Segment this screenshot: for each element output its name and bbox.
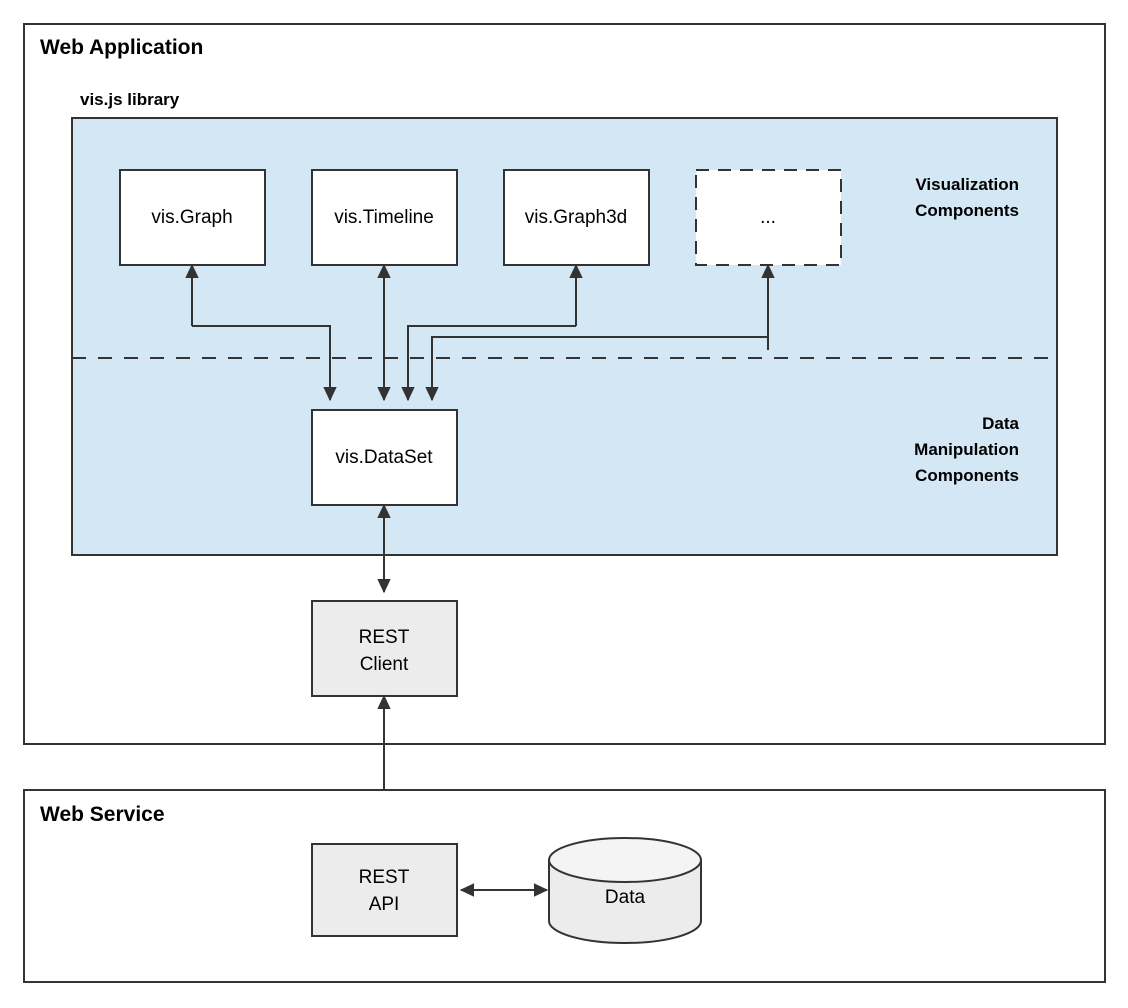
node-label-vis-dataset: vis.DataSet [335, 447, 433, 468]
node-vis-timeline[interactable] [311, 169, 458, 266]
node-more-components[interactable] [695, 169, 842, 266]
node-label-rest-client-line1: REST [359, 627, 410, 648]
node-vis-graph3d[interactable] [503, 169, 650, 266]
node-label-rest-client-line2: Client [360, 654, 409, 675]
frame-title-web-application: Web Application [40, 36, 203, 59]
data-store-cylinder-body[interactable] [548, 859, 702, 944]
connector-visgraph-to-dataset [192, 325, 337, 402]
zone-label-data-manipulation-line3: Components [915, 466, 1019, 485]
connector-more-to-dataset [425, 336, 768, 402]
node-label-vis-timeline: vis.Timeline [334, 207, 434, 228]
data-store-cylinder-top [548, 837, 702, 883]
node-rest-api[interactable] [311, 843, 458, 937]
node-label-vis-graph3d: vis.Graph3d [525, 207, 627, 228]
node-rest-client[interactable] [311, 600, 458, 697]
connector-graph3d-to-dataset [401, 325, 576, 402]
frame-title-web-service: Web Service [40, 803, 165, 826]
section-title-visjs-library: vis.js library [80, 90, 180, 109]
node-label-rest-api-line2: API [369, 894, 400, 915]
node-vis-graph[interactable] [119, 169, 266, 266]
zone-label-data-manipulation-line1: Data [982, 414, 1019, 433]
zone-label-visualization-line1: Visualization [915, 175, 1019, 194]
node-label-more-components: ... [760, 207, 776, 228]
node-label-rest-api-line1: REST [359, 867, 410, 888]
zone-label-visualization-line2: Components [915, 201, 1019, 220]
node-label-vis-graph: vis.Graph [151, 207, 232, 228]
node-label-data-store: Data [605, 887, 646, 908]
zone-label-data-manipulation-line2: Manipulation [914, 440, 1019, 459]
